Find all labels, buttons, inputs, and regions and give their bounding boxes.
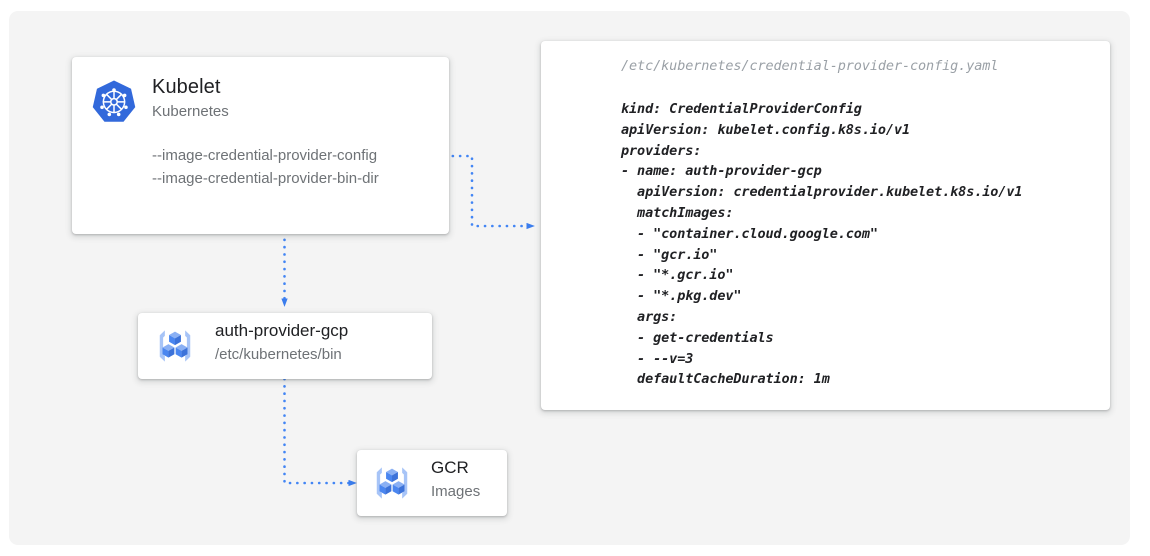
auth-provider-title: auth-provider-gcp [215,321,349,340]
gcr-title: GCR [431,458,469,477]
node-card-kubelet[interactable]: Kubelet Kubernetes --image-credential-pr… [72,57,449,234]
kubelet-flag-list: --image-credential-provider-config --ima… [152,144,379,190]
kubernetes-logo-icon [89,78,139,128]
auth-provider-subtitle: /etc/kubernetes/bin [215,346,342,363]
gcr-subtitle: Images [431,483,481,500]
yaml-file-path: /etc/kubernetes/credential-provider-conf… [621,58,999,74]
kubelet-flag-bin-dir: --image-credential-provider-bin-dir [152,170,379,187]
kubelet-title: Kubelet [152,76,221,98]
yaml-content: kind: CredentialProviderConfig apiVersio… [621,101,1023,388]
container-registry-icon [150,321,200,371]
container-registry-icon [367,458,417,508]
kubelet-flag-config: --image-credential-provider-config [152,147,378,164]
node-card-auth-provider-gcp[interactable]: auth-provider-gcp /etc/kubernetes/bin [138,313,432,379]
kubelet-subtitle: Kubernetes [152,103,229,120]
node-card-gcr[interactable]: GCR Images [357,450,507,516]
yaml-config-card[interactable]: /etc/kubernetes/credential-provider-conf… [541,41,1110,410]
